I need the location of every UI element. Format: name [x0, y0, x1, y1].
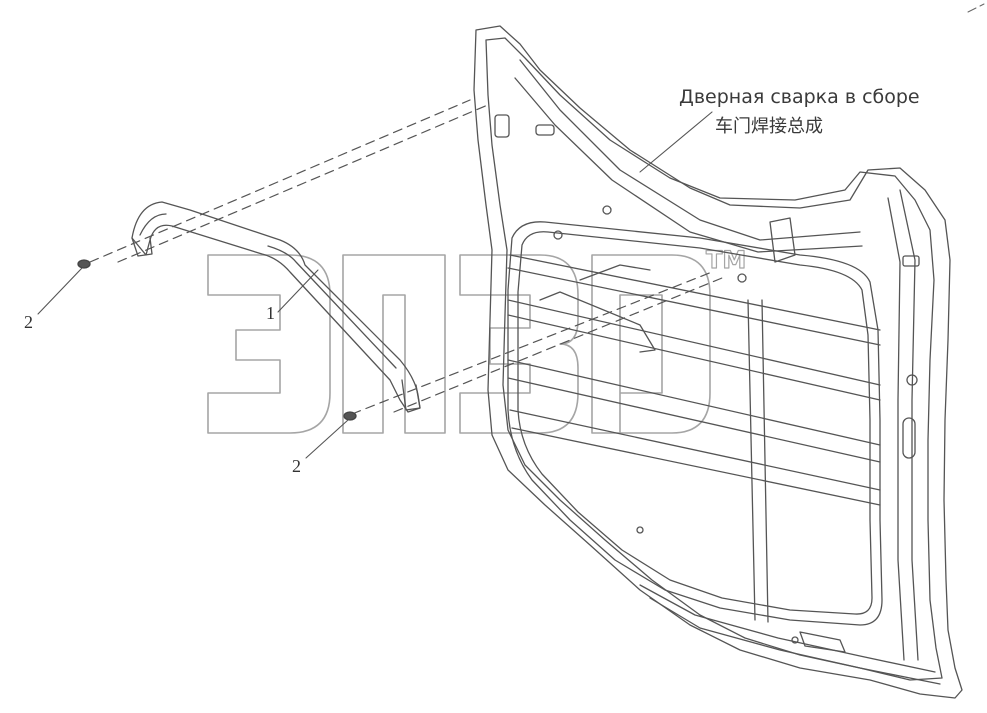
assembly-leader-line	[639, 111, 713, 173]
assembly-label-ru: Дверная сварка в сборе	[679, 86, 920, 108]
callout-part-2-lower: 2	[292, 456, 301, 476]
alignment-dashes	[89, 99, 723, 415]
screw-lower	[343, 411, 357, 421]
leader-part-2-lower	[305, 419, 349, 459]
watermark-logo: TM	[207, 245, 747, 434]
corner-mark	[967, 3, 985, 13]
door-weld-assembly	[473, 25, 963, 699]
assembly-label-cn: 车门焊接总成	[715, 116, 823, 137]
grab-handle	[131, 201, 421, 413]
callout-part-2-upper: 2	[24, 312, 33, 332]
screw-upper	[77, 259, 91, 269]
leader-part-1	[277, 269, 319, 313]
callout-part-1: 1	[266, 303, 275, 323]
leader-part-2-upper	[37, 267, 83, 315]
